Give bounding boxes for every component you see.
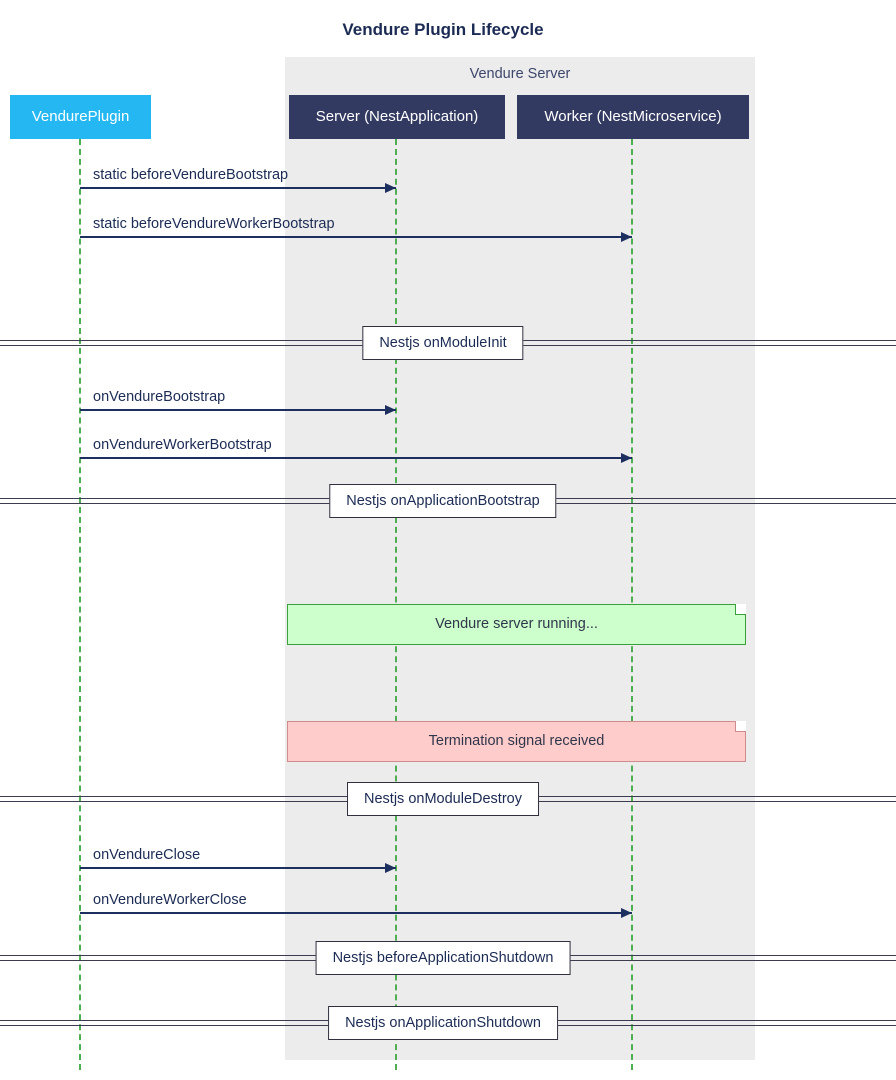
message-label: static beforeVendureBootstrap [93,167,289,183]
message-label: static beforeVendureWorkerBootstrap [93,216,335,232]
divider-label: Nestjs onApplicationShutdown [328,1006,558,1040]
actor-server: Server (NestApplication) [289,95,505,139]
arrowhead-icon [621,908,632,918]
note-server-running: Vendure server running... [287,604,746,645]
divider-label: Nestjs onModuleInit [362,326,524,360]
note-termination-signal: Termination signal received [287,721,746,762]
diagram-title: Vendure Plugin Lifecycle [342,20,544,39]
message-arrow [80,183,396,193]
message-label: onVendureWorkerBootstrap [93,437,272,453]
message-arrow [80,863,396,873]
message-label: onVendureBootstrap [93,389,226,405]
divider-label: Nestjs onApplicationBootstrap [329,484,557,518]
divider-label: Nestjs beforeApplicationShutdown [315,941,571,975]
message-arrow [80,405,396,415]
arrowhead-icon [385,183,396,193]
arrowhead-icon [621,453,632,463]
arrowhead-icon [621,232,632,242]
actor-vendureplugin: VendurePlugin [10,95,151,139]
vendure-server-group-label: Vendure Server [469,66,571,82]
message-arrow [80,453,632,463]
message-arrow [80,232,632,242]
message-label: onVendureClose [93,847,201,863]
vendure-server-group: Vendure Server [285,57,755,1060]
actor-worker: Worker (NestMicroservice) [517,95,749,139]
divider-label: Nestjs onModuleDestroy [347,782,539,816]
arrowhead-icon [385,863,396,873]
message-label: onVendureWorkerClose [93,892,247,908]
arrowhead-icon [385,405,396,415]
message-arrow [80,908,632,918]
lifeline-vendureplugin [79,139,81,1070]
